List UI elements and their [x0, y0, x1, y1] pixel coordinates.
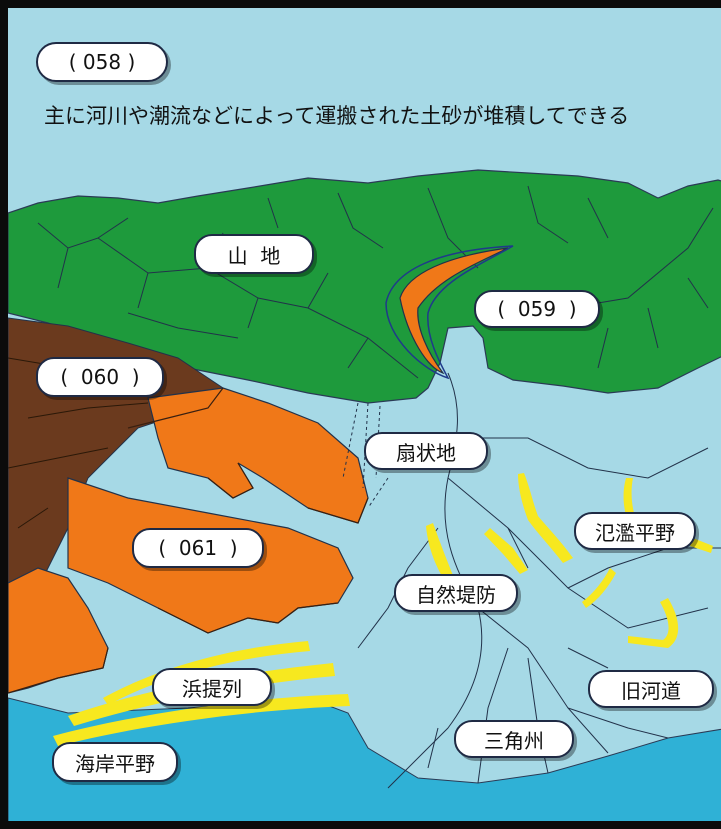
- landform-diagram: [8, 169, 721, 821]
- valley-terrace-059: [399, 247, 509, 375]
- label-blank-059[interactable]: ( 059 ): [474, 290, 600, 328]
- label-coastal-plain: 海岸平野: [52, 742, 178, 782]
- terrace-scarps: [8, 387, 369, 694]
- terrace-lower: [8, 567, 109, 694]
- label-fan: 扇状地: [364, 432, 488, 470]
- question-caption: 主に河川や潮流などによって運搬された土砂が堆積してできる: [44, 104, 630, 128]
- label-blank-060[interactable]: ( 060 ): [36, 357, 164, 397]
- terrace-upper: [147, 387, 369, 524]
- label-floodplain: 氾濫平野: [574, 512, 696, 550]
- label-mountain: 山 地: [194, 234, 314, 274]
- question-number-label: ( 058 ): [36, 42, 168, 82]
- label-beach-ridge: 浜提列: [152, 668, 272, 706]
- label-blank-061[interactable]: ( 061 ): [132, 528, 264, 568]
- natural-levees: [426, 473, 713, 648]
- label-levee: 自然堤防: [394, 574, 518, 612]
- label-old-channel: 旧河道: [588, 670, 714, 708]
- mountain-range: [8, 169, 721, 404]
- label-delta: 三角州: [454, 720, 574, 758]
